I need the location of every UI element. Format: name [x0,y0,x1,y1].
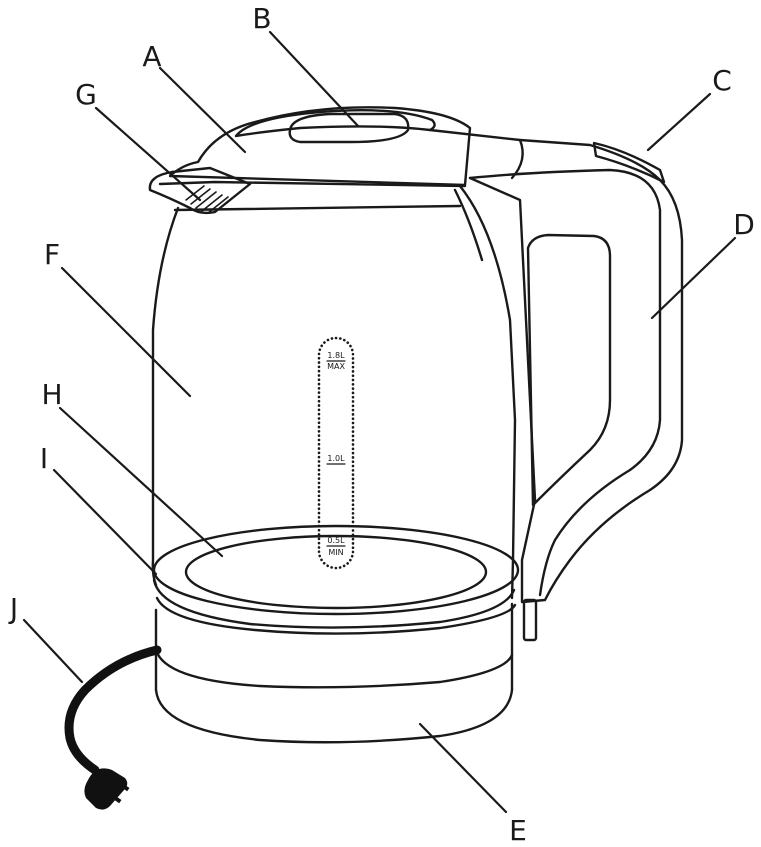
leader-b [268,30,360,128]
scale-max-word: MAX [327,362,345,371]
leader-lines [22,30,737,814]
power-cord [64,645,162,775]
label-j: J [8,592,18,625]
label-g: G [75,78,97,111]
scale-min-word: MIN [328,548,343,557]
label-c: C [712,64,732,97]
leader-a [158,66,247,154]
leader-g [94,106,202,202]
water-level-scale: 1.8L MAX 1.0L 0.5L MIN [326,351,346,557]
part-labels: A B C D E F G H I J [8,2,755,847]
label-d: D [733,208,755,241]
leader-d [650,236,737,320]
heating-plate [152,524,520,616]
label-i: I [40,442,48,475]
label-h: H [41,378,62,411]
glass-body [151,184,517,600]
spout-filter [185,185,229,214]
leader-e [418,722,508,814]
leader-c [646,92,712,152]
leader-j [22,618,84,684]
label-e: E [509,814,527,847]
label-b: B [252,2,271,35]
label-f: F [44,238,60,271]
scale-min-volume: 0.5L [327,536,345,545]
kettle-handle [428,128,684,642]
leader-h [58,406,224,558]
kettle-base [152,578,517,744]
water-level-window [317,336,355,570]
power-plug [84,768,130,810]
scale-mid-volume: 1.0L [327,454,345,463]
lid-open-button [288,112,410,144]
kettle-lid [168,106,472,187]
kettle-spout [148,166,467,215]
leader-f [60,266,192,398]
leader-i [52,468,158,576]
scale-max-volume: 1.8L [327,351,345,360]
label-a: A [142,40,161,73]
